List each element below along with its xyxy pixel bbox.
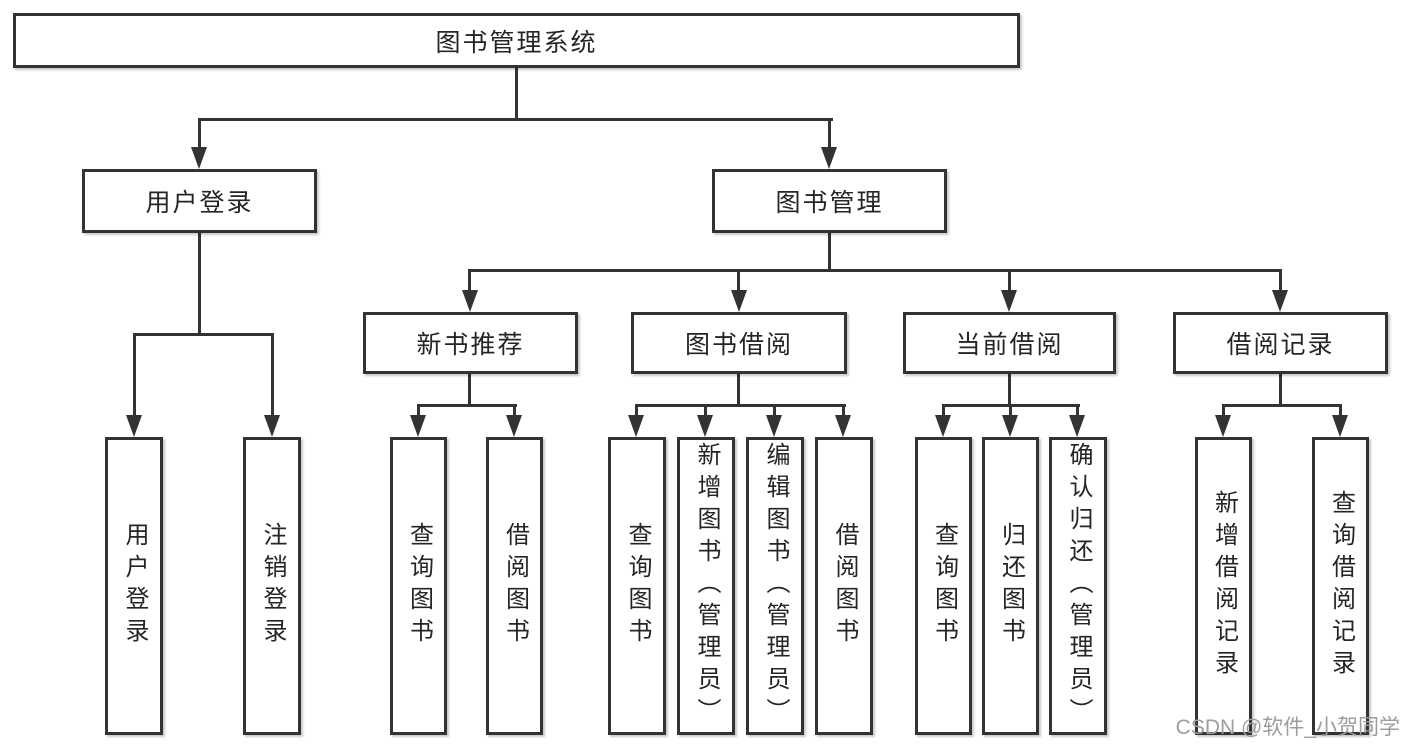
connector-line	[515, 68, 518, 120]
connector-line	[1008, 269, 1011, 292]
leaf-logout: 注销登录	[243, 437, 301, 735]
node-label: 图书管理	[775, 189, 884, 217]
connector-line	[198, 118, 201, 149]
leaf-label: 用户登录	[121, 522, 148, 650]
leaf-label: 编辑图书（管理员）	[762, 442, 789, 730]
leaf-borrow-books-recommend: 借阅图书	[486, 437, 543, 735]
connector-line	[1076, 404, 1079, 417]
connector-line	[198, 118, 833, 121]
leaf-label: 注销登录	[259, 522, 286, 650]
leaf-label: 确认归还（管理员）	[1065, 442, 1092, 730]
connector-line	[417, 404, 420, 417]
leaf-query-books-borrowing: 查询图书	[608, 437, 666, 735]
connector-line	[513, 404, 516, 417]
node-current-borrowing: 当前借阅	[903, 312, 1116, 374]
arrowhead-down-icon	[410, 415, 426, 437]
arrowhead-down-icon	[1069, 415, 1085, 437]
connector-line	[1339, 404, 1342, 417]
connector-line	[133, 333, 136, 417]
arrowhead-down-icon	[731, 290, 747, 312]
connector-line	[1222, 404, 1342, 407]
connector-line	[773, 404, 776, 417]
connector-line	[417, 404, 517, 407]
connector-line	[271, 333, 274, 417]
leaf-user-login: 用户登录	[105, 437, 163, 735]
arrowhead-down-icon	[1001, 290, 1017, 312]
arrowhead-down-icon	[1215, 415, 1231, 437]
connector-line	[468, 269, 471, 292]
node-book-management: 图书管理	[712, 169, 947, 233]
arrowhead-down-icon	[697, 415, 713, 437]
connector-line	[1279, 269, 1282, 292]
leaf-edit-books-admin: 编辑图书（管理员）	[746, 437, 804, 735]
node-label: 新书推荐	[416, 331, 525, 359]
node-book-borrowing: 图书借阅	[631, 312, 847, 374]
connector-line	[468, 269, 1282, 272]
leaf-label: 借阅图书	[831, 522, 858, 650]
leaf-borrow-books-borrowing: 借阅图书	[815, 437, 873, 735]
node-user-login: 用户登录	[82, 169, 317, 233]
connector-line	[828, 232, 831, 271]
arrowhead-down-icon	[766, 415, 782, 437]
connector-line	[1279, 374, 1282, 406]
connector-line	[942, 404, 945, 417]
connector-line	[635, 404, 846, 407]
leaf-label: 新增图书（管理员）	[693, 442, 720, 730]
arrowhead-down-icon	[126, 415, 142, 437]
node-label: 借阅记录	[1226, 331, 1335, 359]
leaf-query-books-recommend: 查询图书	[390, 437, 447, 735]
leaf-label: 查询图书	[624, 522, 651, 650]
connector-line	[198, 232, 201, 335]
leaf-return-books: 归还图书	[982, 437, 1039, 735]
leaf-label: 新增借阅记录	[1210, 490, 1238, 682]
node-label: 图书借阅	[684, 331, 793, 359]
connector-line	[828, 118, 831, 149]
connector-line	[704, 404, 707, 417]
leaf-label: 查询图书	[930, 522, 958, 650]
connector-line	[1008, 374, 1011, 406]
arrowhead-down-icon	[1332, 415, 1348, 437]
connector-line	[1222, 404, 1225, 417]
arrowhead-down-icon	[628, 415, 644, 437]
connector-line	[1009, 404, 1012, 417]
arrowhead-down-icon	[1272, 290, 1288, 312]
arrowhead-down-icon	[1002, 415, 1018, 437]
node-borrowing-records: 借阅记录	[1173, 312, 1388, 374]
arrowhead-down-icon	[935, 415, 951, 437]
leaf-add-books-admin: 新增图书（管理员）	[677, 437, 735, 735]
leaf-add-borrow-record: 新增借阅记录	[1195, 437, 1252, 735]
arrowhead-down-icon	[821, 147, 837, 169]
node-library-management-system: 图书管理系统	[13, 13, 1020, 68]
arrowhead-down-icon	[835, 415, 851, 437]
arrowhead-down-icon	[191, 147, 207, 169]
leaf-query-books-current: 查询图书	[915, 437, 972, 735]
arrowhead-down-icon	[264, 415, 280, 437]
node-label: 图书管理系统	[435, 28, 598, 57]
leaf-label: 查询图书	[405, 522, 433, 650]
arrowhead-down-icon	[462, 290, 478, 312]
leaf-label: 归还图书	[997, 522, 1025, 650]
leaf-query-borrow-record: 查询借阅记录	[1312, 437, 1369, 735]
node-label: 用户登录	[145, 189, 254, 217]
node-new-book-recommendation: 新书推荐	[363, 312, 578, 374]
leaf-label: 查询借阅记录	[1327, 490, 1355, 682]
arrowhead-down-icon	[506, 415, 522, 437]
connector-line	[737, 374, 740, 406]
connector-line	[842, 404, 845, 417]
leaf-confirm-return-admin: 确认归还（管理员）	[1049, 437, 1107, 735]
connector-line	[635, 404, 638, 417]
connector-line	[133, 333, 274, 336]
leaf-label: 借阅图书	[501, 522, 529, 650]
watermark: CSDN @软件_小贺同学	[1175, 716, 1400, 739]
connector-line	[468, 374, 471, 406]
node-label: 当前借阅	[955, 331, 1064, 359]
connector-line	[737, 269, 740, 292]
